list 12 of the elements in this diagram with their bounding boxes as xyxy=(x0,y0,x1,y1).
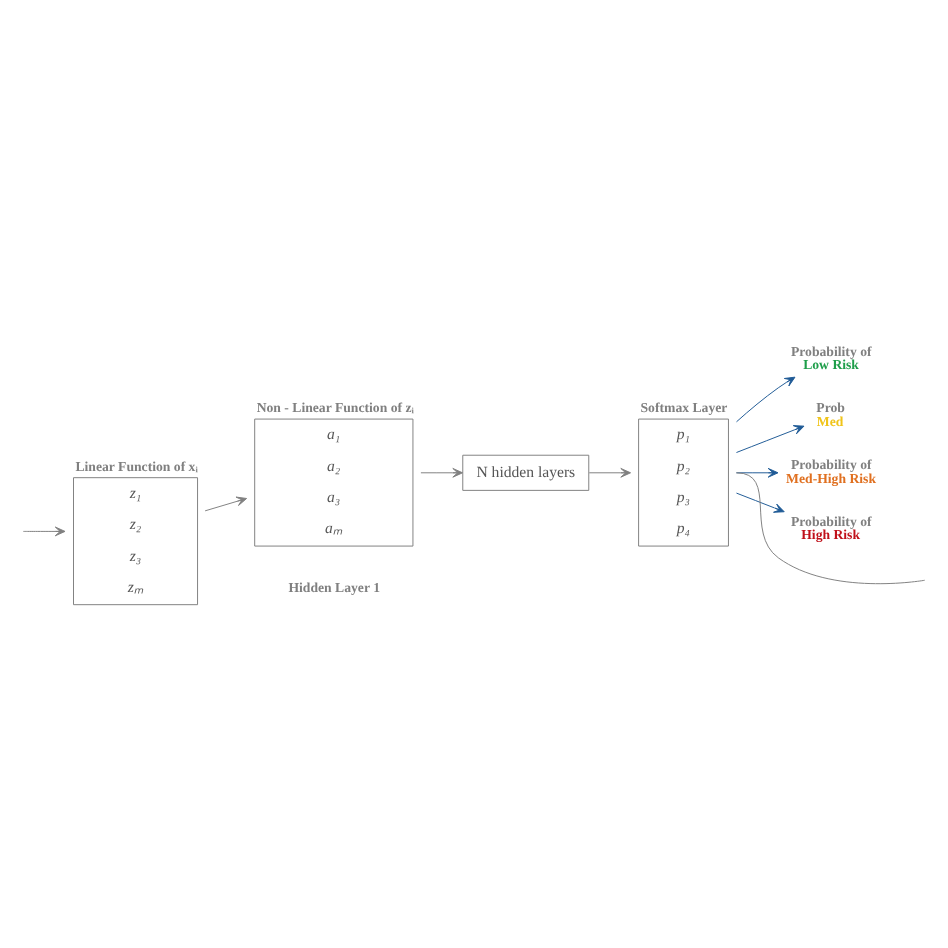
connector xyxy=(735,471,926,584)
node-box: a₁ a₂ a₃ aₘ xyxy=(254,417,414,546)
arrow xyxy=(735,466,779,477)
arrow xyxy=(736,375,796,422)
node-box: z₁ z₂ z₃ zₘ xyxy=(73,476,199,605)
arrow xyxy=(204,495,248,511)
node-box: N hidden layers xyxy=(462,453,590,490)
arrow xyxy=(588,466,632,477)
arrow xyxy=(735,491,785,512)
arrow xyxy=(420,466,464,477)
arrow xyxy=(735,424,805,452)
node-box: p₁ p₂ p₃ p₄ xyxy=(638,417,729,546)
